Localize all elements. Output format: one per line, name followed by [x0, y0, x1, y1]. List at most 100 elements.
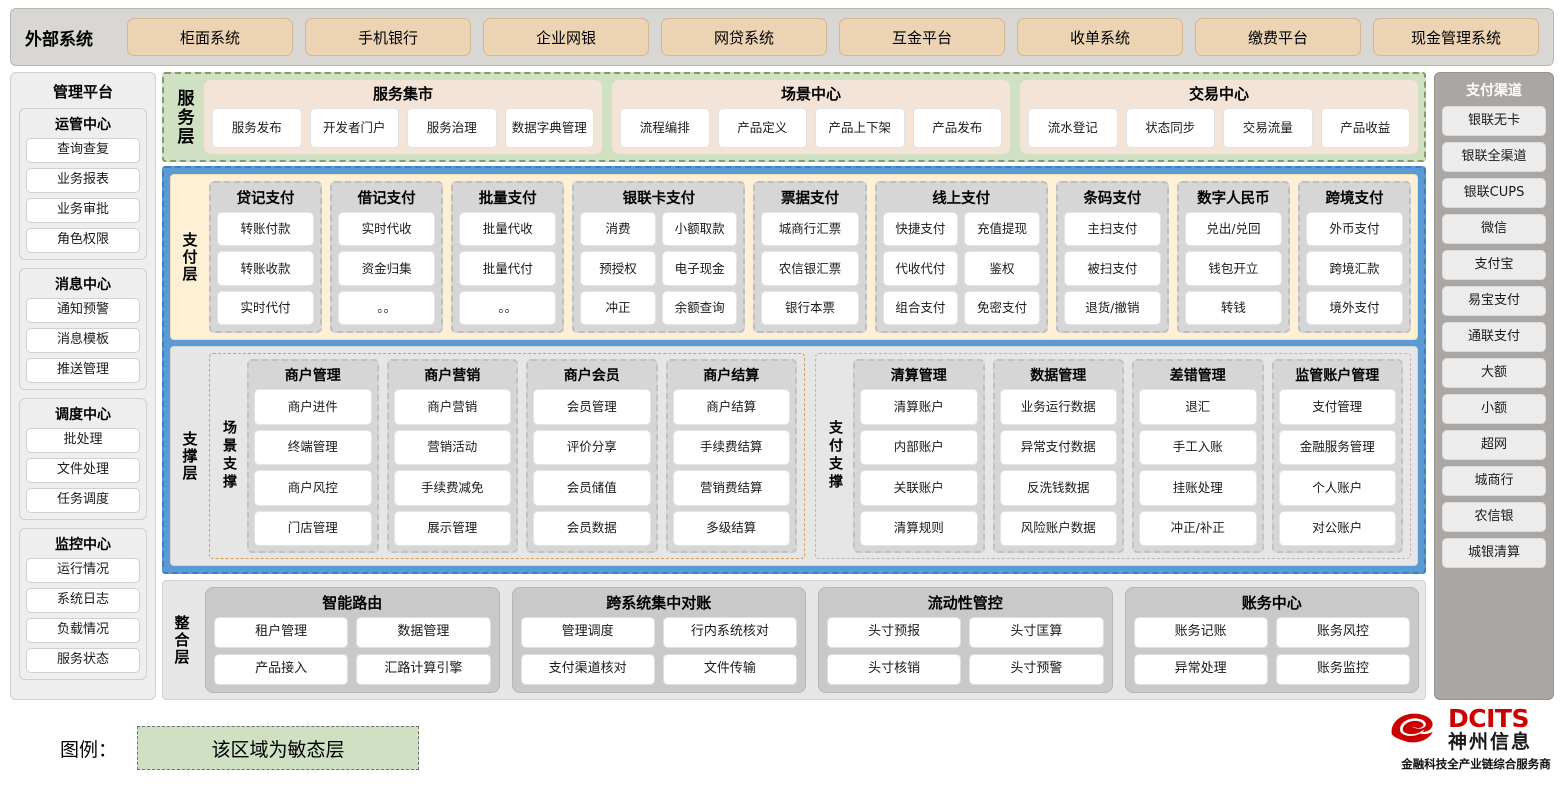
payment-item[interactable]: 充值提现 [964, 212, 1040, 247]
payment-channel-item[interactable]: 农信银 [1442, 502, 1546, 532]
management-item[interactable]: 消息模板 [26, 328, 140, 353]
payment-support-item[interactable]: 支付管理 [1278, 389, 1396, 425]
integration-item[interactable]: 汇路计算引擎 [356, 654, 491, 685]
service-item[interactable]: 服务治理 [407, 108, 497, 148]
service-item[interactable]: 开发者门户 [309, 108, 399, 148]
external-system-chip[interactable]: 现金管理系统 [1373, 18, 1539, 56]
scene-support-item[interactable]: 商户营销 [393, 389, 511, 425]
payment-item[interactable]: 农信银汇票 [761, 251, 859, 286]
integration-item[interactable]: 异常处理 [1133, 654, 1268, 685]
payment-item[interactable]: 批量代收 [459, 212, 557, 247]
service-item[interactable]: 服务发布 [212, 108, 302, 148]
payment-support-item[interactable]: 退汇 [1139, 389, 1257, 425]
payment-item[interactable]: 余额查询 [661, 290, 738, 325]
management-item[interactable]: 文件处理 [26, 458, 140, 483]
management-item[interactable]: 业务报表 [26, 168, 140, 193]
service-item[interactable]: 产品上下架 [815, 108, 905, 148]
payment-channel-item[interactable]: 超网 [1442, 430, 1546, 460]
payment-item[interactable]: 实时代付 [217, 290, 315, 325]
payment-item[interactable]: 兑出/兑回 [1184, 212, 1282, 247]
service-item[interactable]: 产品收益 [1320, 108, 1410, 148]
integration-item[interactable]: 产品接入 [214, 654, 349, 685]
payment-support-item[interactable]: 业务运行数据 [999, 389, 1117, 425]
payment-channel-item[interactable]: 小额 [1442, 394, 1546, 424]
scene-support-item[interactable]: 手续费结算 [672, 429, 790, 465]
scene-support-item[interactable]: 终端管理 [254, 429, 372, 465]
scene-support-item[interactable]: 会员数据 [533, 510, 651, 546]
payment-channel-item[interactable]: 城商行 [1442, 466, 1546, 496]
payment-item[interactable]: 主扫支付 [1063, 212, 1161, 247]
external-system-chip[interactable]: 手机银行 [305, 18, 471, 56]
payment-item[interactable]: 城商行汇票 [761, 212, 859, 247]
payment-support-item[interactable]: 关联账户 [860, 470, 978, 506]
external-system-chip[interactable]: 柜面系统 [127, 18, 293, 56]
management-item[interactable]: 查询查复 [26, 138, 140, 163]
external-system-chip[interactable]: 互金平台 [839, 18, 1005, 56]
service-item[interactable]: 产品发布 [912, 108, 1002, 148]
management-item[interactable]: 批处理 [26, 428, 140, 453]
integration-item[interactable]: 租户管理 [214, 617, 349, 648]
external-system-chip[interactable]: 网贷系统 [661, 18, 827, 56]
payment-support-item[interactable]: 金融服务管理 [1278, 429, 1396, 465]
scene-support-item[interactable]: 评价分享 [533, 429, 651, 465]
payment-support-item[interactable]: 手工入账 [1139, 429, 1257, 465]
integration-item[interactable]: 数据管理 [356, 617, 491, 648]
service-item[interactable]: 流程编排 [620, 108, 710, 148]
payment-item[interactable]: 转账收款 [217, 251, 315, 286]
integration-item[interactable]: 头寸预报 [827, 617, 962, 648]
scene-support-item[interactable]: 会员储值 [533, 470, 651, 506]
payment-item[interactable]: 组合支付 [882, 290, 959, 325]
payment-item[interactable]: 快捷支付 [882, 212, 959, 247]
service-item[interactable]: 流水登记 [1028, 108, 1118, 148]
payment-item[interactable]: 转钱 [1184, 290, 1282, 325]
payment-support-item[interactable]: 风险账户数据 [999, 510, 1117, 546]
integration-item[interactable]: 账务记账 [1133, 617, 1268, 648]
payment-channel-item[interactable]: 城银清算 [1442, 538, 1546, 568]
payment-item[interactable]: 钱包开立 [1184, 251, 1282, 286]
external-system-chip[interactable]: 收单系统 [1017, 18, 1183, 56]
payment-support-item[interactable]: 冲正/补正 [1139, 510, 1257, 546]
payment-item[interactable]: 预授权 [580, 251, 656, 286]
payment-channel-item[interactable]: 通联支付 [1442, 322, 1546, 352]
payment-support-item[interactable]: 清算账户 [860, 389, 978, 425]
payment-item[interactable]: 境外支付 [1305, 290, 1404, 325]
payment-channel-item[interactable]: 大额 [1442, 358, 1546, 388]
integration-item[interactable]: 头寸预警 [969, 654, 1104, 685]
management-item[interactable]: 推送管理 [26, 358, 140, 383]
payment-item[interactable]: 实时代收 [338, 212, 436, 247]
scene-support-item[interactable]: 营销费结算 [672, 470, 790, 506]
integration-item[interactable]: 账务监控 [1275, 654, 1410, 685]
scene-support-item[interactable]: 商户进件 [254, 389, 372, 425]
management-item[interactable]: 任务调度 [26, 488, 140, 513]
payment-support-item[interactable]: 个人账户 [1278, 470, 1396, 506]
scene-support-item[interactable]: 商户结算 [672, 389, 790, 425]
integration-item[interactable]: 头寸匡算 [969, 617, 1104, 648]
scene-support-item[interactable]: 会员管理 [533, 389, 651, 425]
service-item[interactable]: 状态同步 [1125, 108, 1215, 148]
scene-support-item[interactable]: 多级结算 [672, 510, 790, 546]
payment-support-item[interactable]: 清算规则 [860, 510, 978, 546]
payment-support-item[interactable]: 对公账户 [1278, 510, 1396, 546]
management-item[interactable]: 服务状态 [26, 648, 140, 673]
payment-support-item[interactable]: 内部账户 [860, 429, 978, 465]
scene-support-item[interactable]: 商户风控 [254, 470, 372, 506]
integration-item[interactable]: 支付渠道核对 [520, 654, 655, 685]
payment-support-item[interactable]: 挂账处理 [1139, 470, 1257, 506]
integration-item[interactable]: 头寸核销 [827, 654, 962, 685]
management-item[interactable]: 通知预警 [26, 298, 140, 323]
scene-support-item[interactable]: 营销活动 [393, 429, 511, 465]
payment-channel-item[interactable]: 银联CUPS [1442, 178, 1546, 208]
payment-support-item[interactable]: 异常支付数据 [999, 429, 1117, 465]
service-item[interactable]: 数据字典管理 [504, 108, 594, 148]
payment-item[interactable]: 电子现金 [661, 251, 738, 286]
payment-item[interactable]: 资金归集 [338, 251, 436, 286]
scene-support-item[interactable]: 门店管理 [254, 510, 372, 546]
payment-item[interactable]: 鉴权 [964, 251, 1040, 286]
payment-item[interactable]: 代收代付 [882, 251, 959, 286]
external-system-chip[interactable]: 企业网银 [483, 18, 649, 56]
payment-item[interactable]: 转账付款 [217, 212, 315, 247]
integration-item[interactable]: 行内系统核对 [662, 617, 797, 648]
payment-item[interactable]: 消费 [580, 212, 656, 247]
payment-item[interactable]: 小额取款 [661, 212, 738, 247]
payment-item[interactable]: 被扫支付 [1063, 251, 1161, 286]
